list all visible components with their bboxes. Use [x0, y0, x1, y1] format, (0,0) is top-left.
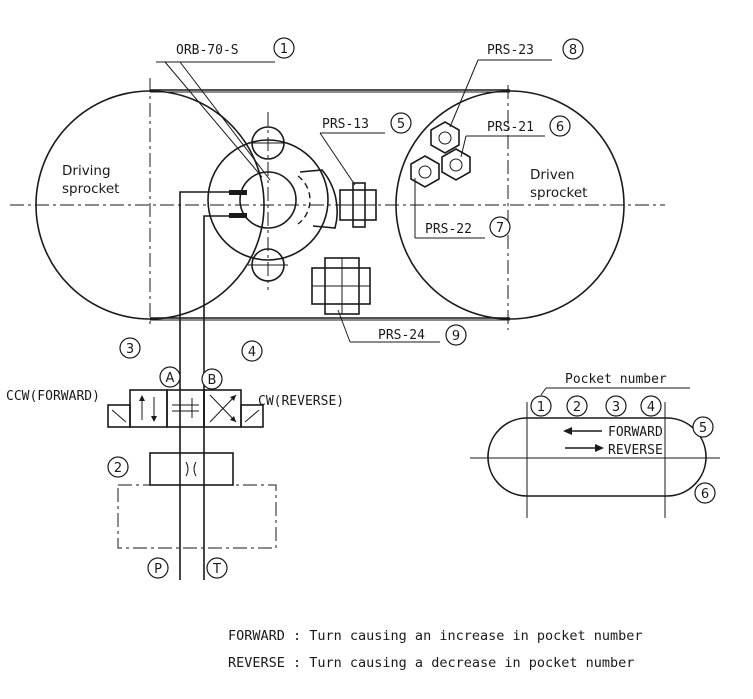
label-prs13: PRS-13	[322, 117, 369, 132]
pocket-5: 5	[692, 416, 714, 438]
svg-text:2: 2	[114, 461, 122, 476]
prs24-component	[311, 257, 371, 315]
orbit-motor	[207, 126, 338, 282]
port-t: T	[206, 557, 228, 579]
svg-text:5: 5	[699, 421, 707, 436]
label-prs24: PRS-24	[378, 328, 425, 343]
label-ccw: CCW(FORWARD)	[6, 389, 100, 404]
pocket-number-title: Pocket number	[565, 372, 667, 387]
svg-text:6: 6	[701, 487, 709, 502]
pocket-4: 4	[640, 395, 662, 417]
label-reverse: REVERSE	[608, 443, 663, 458]
hex-nuts	[410, 121, 471, 188]
svg-text:4: 4	[248, 345, 256, 360]
port-p: P	[147, 557, 169, 579]
label-prs21: PRS-21	[487, 120, 534, 135]
pocket-diagram	[470, 387, 720, 518]
svg-text:4: 4	[647, 400, 655, 415]
port-a: A	[159, 366, 181, 388]
label-orb: ORB-70-S	[176, 43, 239, 58]
pocket-6: 6	[694, 482, 716, 504]
pocket-1: 1	[530, 395, 552, 417]
svg-text:B: B	[208, 373, 217, 388]
label-prs22: PRS-22	[425, 222, 472, 237]
chain	[150, 89, 510, 321]
label-prs23: PRS-23	[487, 43, 534, 58]
pocket-2: 2	[566, 395, 588, 417]
svg-text:A: A	[166, 371, 175, 386]
svg-text:9: 9	[452, 329, 460, 344]
driving-label-line2: sprocket	[62, 181, 119, 197]
label-cw: CW(REVERSE)	[258, 394, 344, 409]
control-valve	[107, 389, 264, 428]
note-reverse-definition: REVERSE : Turn causing a decrease in poc…	[228, 655, 634, 671]
num-circle-4: 4	[241, 340, 263, 362]
num-circle-1: 1	[273, 37, 295, 59]
svg-text:7: 7	[496, 221, 504, 236]
svg-text:3: 3	[126, 342, 134, 357]
svg-text:1: 1	[280, 42, 288, 57]
port-b: B	[201, 368, 223, 390]
label-forward: FORWARD	[608, 425, 663, 440]
num-circle-3: 3	[119, 337, 141, 359]
svg-text:6: 6	[556, 120, 564, 135]
driving-sprocket	[35, 90, 265, 320]
svg-text:5: 5	[397, 117, 405, 132]
note-forward-definition: FORWARD : Turn causing an increase in po…	[228, 628, 643, 644]
prs13-component	[339, 182, 377, 228]
svg-text:T: T	[212, 562, 221, 577]
svg-text:1: 1	[537, 400, 545, 415]
driving-label-line1: Driving	[62, 163, 111, 179]
num-circle-9: 9	[445, 324, 467, 346]
num-circle-7: 7	[489, 216, 511, 238]
leader-lines	[156, 59, 552, 343]
num-circle-2: 2	[107, 456, 129, 478]
svg-text:8: 8	[569, 43, 577, 58]
num-circle-6: 6	[549, 115, 571, 137]
svg-text:2: 2	[573, 400, 581, 415]
hydraulic-pipes	[179, 191, 241, 580]
svg-text:P: P	[154, 562, 162, 577]
pocket-3: 3	[605, 395, 627, 417]
driven-label-line1: Driven	[530, 167, 575, 183]
driven-label-line2: sprocket	[530, 185, 587, 201]
power-unit	[117, 452, 277, 549]
driven-sprocket	[395, 90, 625, 320]
svg-text:3: 3	[612, 400, 620, 415]
num-circle-8: 8	[562, 38, 584, 60]
num-circle-5: 5	[390, 112, 412, 134]
